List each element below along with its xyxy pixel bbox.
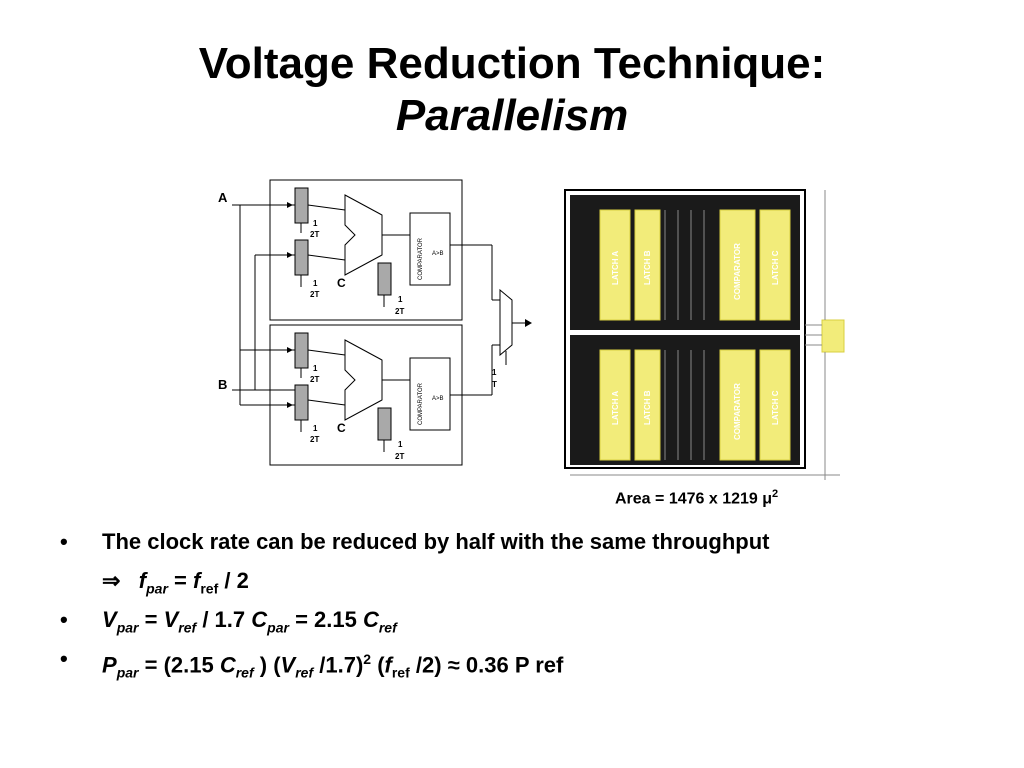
clock-label: 2T [310,290,319,299]
bullet-1-sub-text: ⇒ fpar = fref / 2 [102,564,249,605]
squared-sup: 2 [363,651,372,667]
bullet-marker: • [60,646,68,671]
parallel-circuit-diagram: A B C C 1 2T 1 2T 1 2T 1 2T 1 2T 1 2T 1 … [218,179,532,466]
bullet-marker: • [60,607,68,632]
layout-latch-a: LATCH A [611,251,620,285]
clock-label: 1 [313,424,318,433]
ref-sub: ref [200,580,219,597]
output-arrow-icon [525,319,532,327]
slide-title: Voltage Reduction Technique: Parallelism [0,38,1024,142]
equals: = [174,568,187,593]
area-caption: Area = 1476 x 1219 μ2 [615,488,778,508]
carry-label-top: C [337,276,346,290]
register-c-top [377,262,392,296]
clock-label: 2T [310,435,319,444]
chip-layout-image: LATCH A LATCH B COMPARATOR LATCH C LATCH… [564,189,845,480]
register-b-top [294,239,309,276]
par-sub: par [116,664,139,681]
adder-top [344,194,383,276]
clock-label: 1 [313,219,318,228]
v-symbol: V [102,607,117,632]
clock-label: 2T [395,452,404,461]
par-sub: par [146,580,168,597]
carry-label-bottom: C [337,421,346,435]
comparator-bottom [409,357,451,431]
comparator-out-label: A>B [432,396,444,402]
implies-icon: ⇒ [102,568,121,593]
title-line-1: Voltage Reduction Technique: [198,39,826,88]
f-symbol: f [193,568,201,593]
clock-label: 1 [313,279,318,288]
comparator-label: COMPARATOR [418,382,424,425]
bullet-1-sub: ⇒ fpar = fref / 2 [60,564,1000,603]
clock-label: 1 [398,295,403,304]
v-symbol: V [163,607,179,632]
approx-result: ≈ 0.36 P ref [447,652,564,678]
layout-latch-b: LATCH B [643,390,652,425]
register-b-bottom [294,384,309,421]
layout-comparator: COMPARATOR [733,383,742,440]
clock-label: 1 [492,368,497,377]
input-b-label: B [218,377,227,392]
layout-latch-c: LATCH C [771,250,780,285]
register-c-bottom [377,407,392,441]
div-2: / 2 [224,568,249,593]
layout-latch-c: LATCH C [771,390,780,425]
p-open: = (2.15 [144,652,214,678]
par-sub: par [267,619,289,636]
p-mid: ) ( [259,652,281,678]
p-f-close: /2) [415,652,442,678]
ref-sub: ref [295,664,314,681]
ref-sub: ref [235,664,254,681]
ref-sub: ref [391,664,410,681]
bullet-3-text: Ppar = (2.15 Cref ) (Vref /1.7)2 (fref /… [102,642,563,690]
comparator-top [409,212,451,286]
bullet-1: • The clock rate can be reduced by half … [60,525,1000,564]
comparator-out-label: A>B [432,251,444,257]
clock-label: T [492,380,497,389]
input-a-label: A [218,190,228,205]
clock-label: 1 [398,440,403,449]
c-symbol: C [251,607,268,632]
p-div: /1.7) [319,652,364,678]
area-caption-text: Area = 1476 x 1219 μ [615,490,773,508]
bullet-list: • The clock rate can be reduced by half … [60,525,1000,681]
eq-215: = 2.15 [295,607,357,632]
layout-comparator: COMPARATOR [733,243,742,300]
register-a-bottom [294,332,309,369]
output-mux [499,288,513,357]
c-symbol: C [219,652,236,678]
v-symbol: V [280,652,296,678]
register-a-top [294,187,309,224]
f-symbol: f [138,568,147,593]
ref-sub: ref [178,619,197,636]
div-17: / 1.7 [202,607,246,632]
clock-label: 2T [310,375,319,384]
clock-label: 1 [313,364,318,373]
clock-label: 2T [395,307,404,316]
comparator-label: COMPARATOR [418,237,424,280]
title-line-2: Parallelism [395,91,629,140]
area-caption-sup: 2 [772,488,779,500]
bullet-1-text: The clock rate can be reduced by half wi… [102,529,770,554]
ref-sub: ref [378,619,397,636]
f-symbol: f [384,652,392,678]
layout-latch-a: LATCH A [611,391,620,425]
c-symbol: C [362,607,379,632]
bullet-2: • Vpar = Vref / 1.7 Cpar = 2.15 Cref [60,603,1000,642]
layout-latch-b: LATCH B [643,250,652,285]
bullet-2-text: Vpar = Vref / 1.7 Cpar = 2.15 Cref [102,603,397,644]
par-sub: par [116,619,139,636]
paren-open: ( [377,652,385,678]
clock-label: 2T [310,230,319,239]
equals: = [144,607,158,632]
bullet-3: • Ppar = (2.15 Cref ) (Vref /1.7)2 (fref… [60,642,1000,681]
bullet-marker: • [60,529,68,554]
p-symbol: P [102,652,117,678]
upper-datapath-box [269,179,463,321]
adder-bottom [344,339,383,421]
